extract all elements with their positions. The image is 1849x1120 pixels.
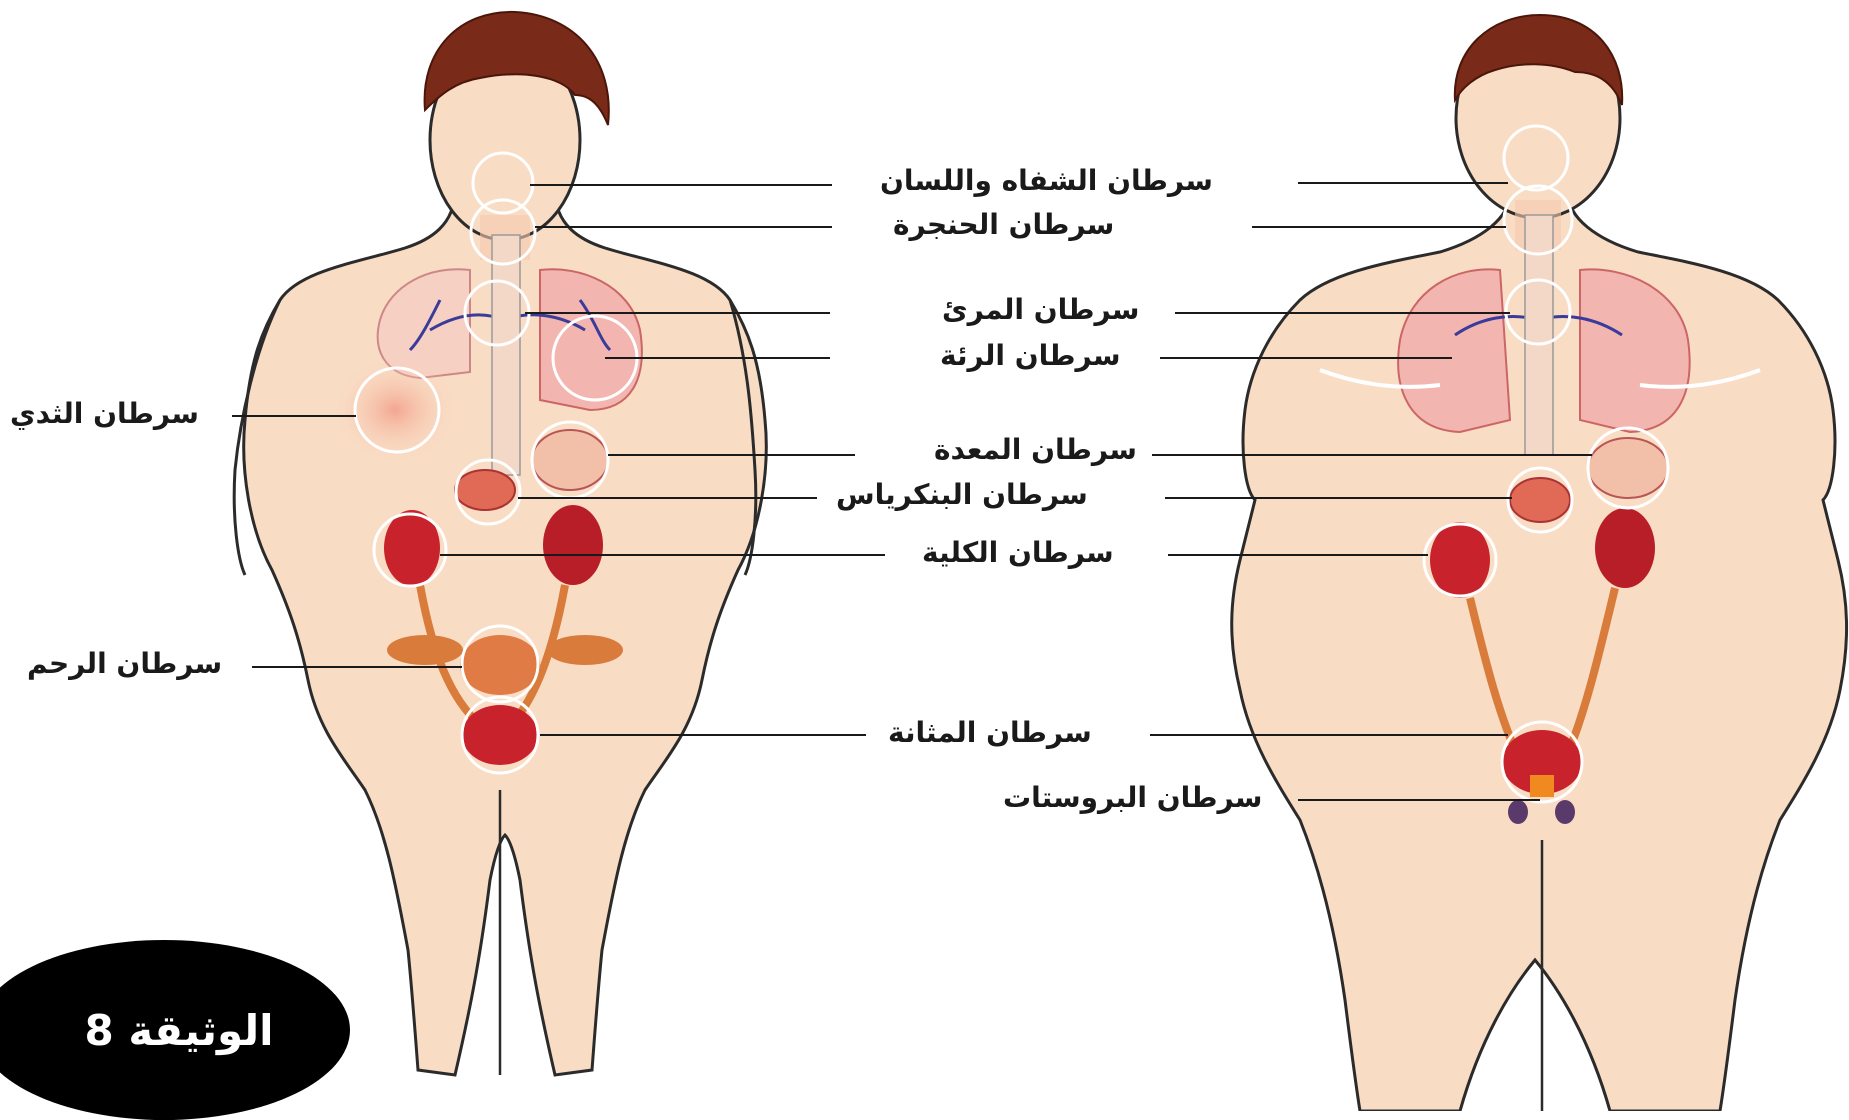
label-kidney-cancer: سرطان الكلية <box>922 539 1114 567</box>
label-lip-tongue-cancer: سرطان الشفاه واللسان <box>880 167 1213 195</box>
label-stomach-cancer: سرطان المعدة <box>934 436 1137 464</box>
document-badge-text: الوثيقة 8 <box>0 940 350 1120</box>
female-kidney-right <box>543 505 603 585</box>
female-ovary-right <box>547 635 623 665</box>
male-figure <box>1232 15 1847 1111</box>
male-stomach <box>1588 438 1668 498</box>
female-uterus <box>460 635 540 695</box>
document-badge: الوثيقة 8 <box>0 940 350 1120</box>
male-kidney-left <box>1430 522 1490 598</box>
female-esophagus <box>492 235 520 475</box>
male-prostate <box>1530 775 1554 797</box>
female-ovary-left <box>387 635 463 665</box>
label-pancreas-cancer: سرطان البنكرياس <box>836 481 1088 509</box>
label-esophagus-cancer: سرطان المرئ <box>942 296 1139 324</box>
label-bladder-cancer: سرطان المثانة <box>888 719 1092 747</box>
label-uterus-cancer: سرطان الرحم <box>27 650 222 678</box>
female-bladder <box>462 705 538 765</box>
female-stomach <box>532 430 608 490</box>
male-pancreas <box>1510 478 1570 522</box>
label-larynx-cancer: سرطان الحنجرة <box>893 211 1114 239</box>
female-pancreas <box>455 470 515 510</box>
male-kidney-right <box>1595 508 1655 588</box>
label-breast-cancer: سرطان الثدي <box>10 400 199 428</box>
male-testis-right <box>1555 800 1575 824</box>
female-figure <box>234 12 766 1075</box>
male-testis-left <box>1508 800 1528 824</box>
label-prostate-cancer: سرطان البروستات <box>1003 784 1262 812</box>
label-lung-cancer: سرطان الرئة <box>940 342 1121 370</box>
